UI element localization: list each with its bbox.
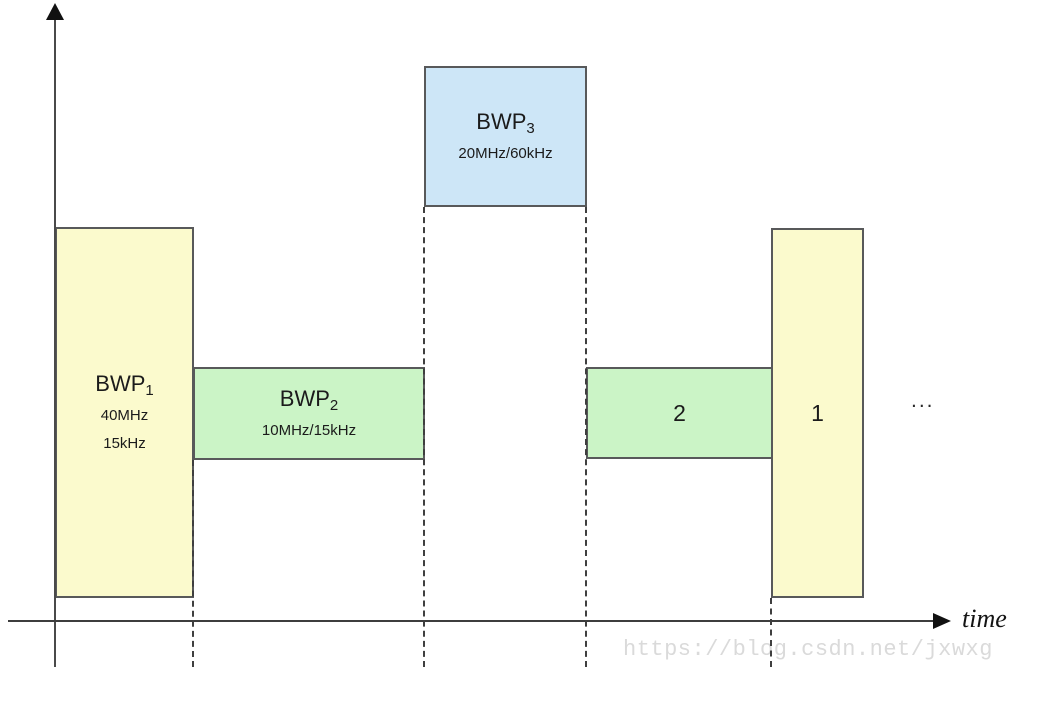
bwp2-box: BWP2 10MHz/15kHz <box>193 367 425 460</box>
bwp1-title-subscript: 1 <box>145 382 154 399</box>
x-axis-label: time <box>962 604 1007 633</box>
bwp2-title: BWP2 <box>280 385 338 420</box>
time-boundary-dashed-line-2 <box>423 207 425 667</box>
x-axis-arrow-icon <box>933 613 951 629</box>
bwp3-title: BWP3 <box>476 108 534 143</box>
bwp2-detail: 10MHz/15kHz <box>261 422 357 439</box>
bwp1-title-base: BWP <box>95 371 146 396</box>
bwp2-title-subscript: 2 <box>329 397 339 414</box>
continuation-ellipsis: ... <box>911 389 935 412</box>
time-boundary-dashed-line-4 <box>770 598 772 667</box>
bwp3-detail: 20MHz/60kHz <box>458 145 553 162</box>
y-axis-line <box>54 14 56 667</box>
bwp1-box: BWP1 40MHz 15kHz <box>55 227 194 598</box>
x-axis-line <box>8 620 936 622</box>
bwp3-title-subscript: 3 <box>526 120 535 137</box>
bwp1-repeat-label: 1 <box>811 399 824 426</box>
bwp2-title-base: BWP <box>279 386 330 411</box>
time-boundary-dashed-line-1 <box>192 460 194 667</box>
bwp1-scs: 15kHz <box>103 435 146 452</box>
bwp2-repeat-label: 2 <box>673 399 686 426</box>
time-boundary-dashed-line-3 <box>585 207 587 667</box>
bwp1-bandwidth: 40MHz <box>100 407 149 424</box>
bwp1-title: BWP1 <box>95 370 153 405</box>
bwp3-box: BWP3 20MHz/60kHz <box>424 66 587 207</box>
bwp3-title-base: BWP <box>476 109 527 134</box>
watermark-url: https://blog.csdn.net/jxwxg <box>623 637 993 662</box>
bwp1-repeat-box: 1 <box>771 228 864 598</box>
bwp2-repeat-box: 2 <box>586 367 773 459</box>
y-axis-arrow-icon <box>46 3 64 20</box>
